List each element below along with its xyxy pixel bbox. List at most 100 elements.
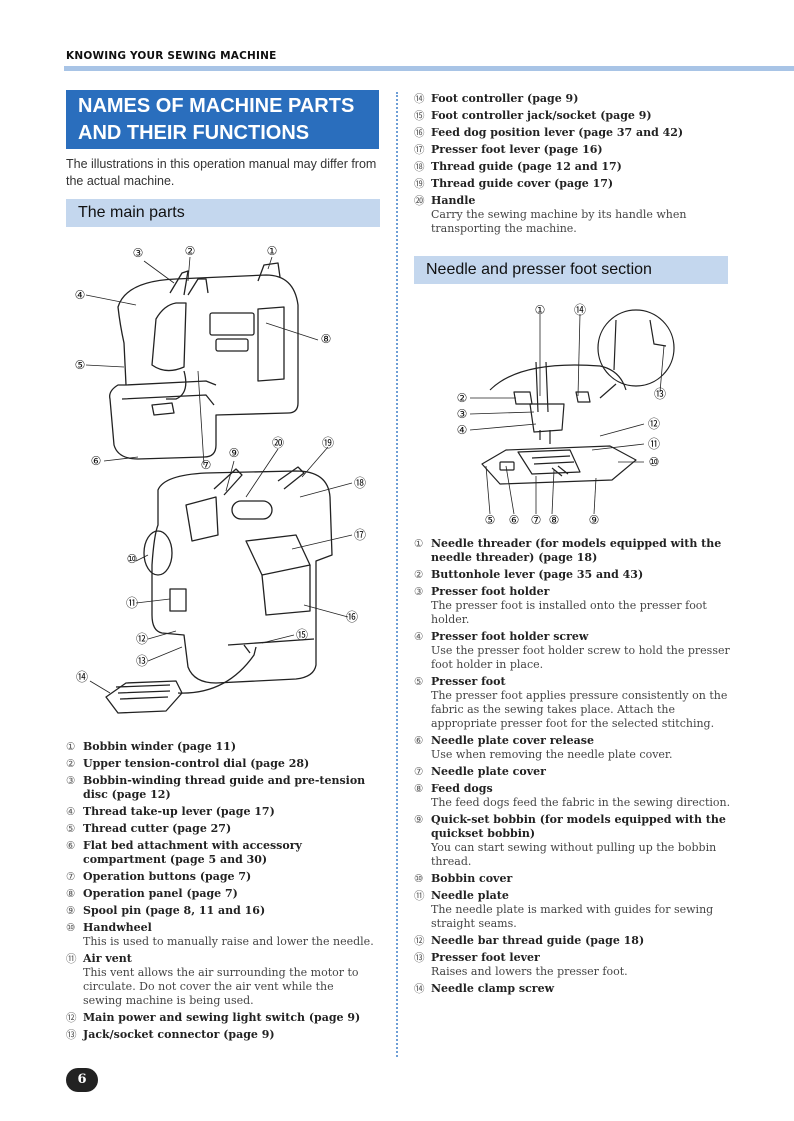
item-number: ⑧	[66, 888, 76, 900]
part-name: Needle plate cover release	[431, 734, 594, 747]
page-title: NAMES OF MACHINE PARTS AND THEIR FUNCTIO…	[66, 90, 379, 149]
list-item: ⑥ Flat bed attachment with accessory comp…	[66, 839, 376, 867]
item-number: ⑨	[66, 905, 76, 917]
item-number: ⑩	[414, 873, 424, 885]
item-number: ⑰	[414, 144, 425, 156]
part-name: Presser foot lever (page 16)	[431, 143, 603, 156]
item-number: ⑥	[414, 735, 424, 747]
running-header: KNOWING YOUR SEWING MACHINE	[66, 50, 277, 62]
part-name: Main power and sewing light switch (page…	[83, 1011, 361, 1024]
list-item: ⑨ Spool pin (page 8, 11 and 16)	[66, 904, 376, 918]
page-number: 6	[66, 1068, 98, 1092]
part-name: Needle plate cover	[431, 765, 546, 778]
item-number: ⑥	[66, 840, 76, 852]
callout-11: ⑪	[126, 596, 138, 610]
part-name: Bobbin cover	[431, 872, 513, 885]
item-number: ③	[414, 586, 424, 598]
part-description: Use when removing the needle plate cover…	[431, 748, 673, 761]
part-name: Presser foot	[431, 675, 506, 688]
item-number: ①	[414, 538, 424, 550]
callout-4: ④	[75, 288, 86, 302]
needle-callout-12: ⑫	[648, 417, 660, 431]
item-number: ⑨	[414, 814, 424, 826]
part-description: Carry the sewing machine by its handle w…	[431, 208, 687, 235]
part-name: Buttonhole lever (page 35 and 43)	[431, 568, 644, 581]
part-name: Bobbin winder (page 11)	[83, 740, 237, 753]
callout-1: ①	[267, 244, 278, 258]
rear-machine-body	[151, 470, 333, 684]
part-description: This is used to manually raise and lower…	[83, 935, 374, 948]
list-item: ⑱ Thread guide (page 12 and 17)	[414, 160, 714, 174]
item-number: ⑫	[66, 1012, 77, 1024]
item-number: ⑫	[414, 935, 425, 947]
item-number: ⑲	[414, 178, 425, 190]
part-name: Needle plate	[431, 889, 509, 902]
part-name: Spool pin (page 8, 11 and 16)	[83, 904, 266, 917]
list-item: ① Bobbin winder (page 11)	[66, 740, 376, 754]
part-name: Flat bed attachment with accessory compa…	[83, 839, 302, 866]
item-number: ④	[414, 631, 424, 643]
part-name: Handle	[431, 194, 476, 207]
needle-callout-7: ⑦	[531, 513, 542, 527]
part-name: Quick-set bobbin (for models equipped wi…	[431, 813, 726, 840]
item-number: ⑤	[66, 823, 76, 835]
needle-callout-5: ⑤	[485, 513, 496, 527]
list-item: ⑤ Thread cutter (page 27)	[66, 822, 376, 836]
needle-callout-10: ⑩	[649, 455, 660, 469]
callout-15: ⑮	[296, 628, 308, 642]
callout-13: ⑬	[136, 654, 148, 668]
list-item: ⑲ Thread guide cover (page 17)	[414, 177, 714, 191]
front-machine-body	[109, 274, 299, 460]
item-number: ⑯	[414, 127, 425, 139]
callout-8: ⑧	[321, 332, 332, 346]
part-name: Foot controller (page 9)	[431, 92, 579, 105]
item-number: ⑩	[66, 922, 76, 934]
part-name: Thread guide (page 12 and 17)	[431, 160, 622, 173]
part-name: Thread cutter (page 27)	[83, 822, 232, 835]
part-name: Needle threader (for models equipped wit…	[431, 537, 722, 564]
callout-3: ③	[133, 246, 144, 260]
list-item: ⑬ Jack/socket connector (page 9)	[66, 1028, 376, 1042]
item-number: ⑱	[414, 161, 425, 173]
needle-callout-3: ③	[457, 407, 468, 421]
callout-6: ⑥	[91, 454, 102, 468]
part-name: Upper tension-control dial (page 28)	[83, 757, 310, 770]
part-name: Feed dog position lever (page 37 and 42)	[431, 126, 684, 139]
part-name: Thread guide cover (page 17)	[431, 177, 614, 190]
callout-5: ⑤	[75, 358, 86, 372]
part-name: Jack/socket connector (page 9)	[83, 1028, 275, 1041]
part-name: Operation panel (page 7)	[83, 887, 238, 900]
list-item: ⑨ Quick-set bobbin (for models equipped w…	[414, 813, 732, 869]
part-description: This vent allows the air surrounding the…	[83, 966, 359, 1007]
section-heading-needle-section: Needle and presser foot section	[414, 256, 728, 284]
list-item: ① Needle threader (for models equipped wi…	[414, 537, 732, 565]
item-number: ①	[66, 741, 76, 753]
main-parts-diagram: ① ② ③ ④ ⑤ ⑥ ⑦ ⑧ ⑨ ⑩ ⑪ ⑫ ⑬ ⑭ ⑮ ⑯ ⑰ ⑱ ⑲ ⑳	[75, 244, 366, 714]
header-rule	[64, 66, 794, 71]
intro-text: The illustrations in this operation manu…	[66, 157, 377, 188]
callout-12: ⑫	[136, 632, 148, 646]
item-number: ⑭	[414, 983, 425, 995]
callout-7: ⑦	[201, 458, 212, 472]
list-item: ⑩ Bobbin cover	[414, 872, 732, 886]
item-number: ⑬	[66, 1029, 77, 1041]
part-name: Presser foot holder	[431, 585, 550, 598]
item-number: ⑧	[414, 783, 424, 795]
part-description: Use the presser foot holder screw to hol…	[431, 644, 730, 671]
part-name: Thread take-up lever (page 17)	[83, 805, 275, 818]
part-name: Handwheel	[83, 921, 152, 934]
list-item: ⑧ Operation panel (page 7)	[66, 887, 376, 901]
section-heading-main-parts: The main parts	[66, 199, 380, 227]
needle-callout-4: ④	[457, 423, 468, 437]
